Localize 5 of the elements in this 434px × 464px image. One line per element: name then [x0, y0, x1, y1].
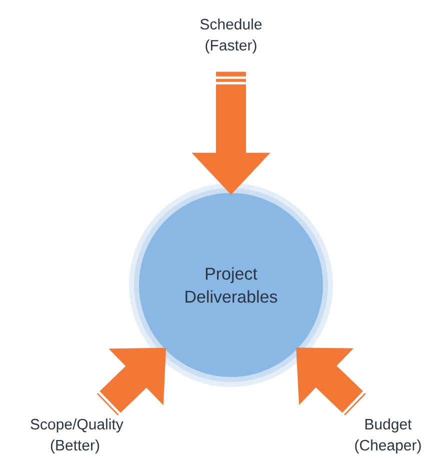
- label-text: Budget (Cheaper): [355, 418, 421, 454]
- label-text: Scope/Quality (Better): [30, 418, 124, 454]
- circle-node: Project Deliverables: [129, 183, 333, 387]
- block-arrow: [296, 348, 368, 418]
- label-text: Schedule (Faster): [200, 18, 262, 54]
